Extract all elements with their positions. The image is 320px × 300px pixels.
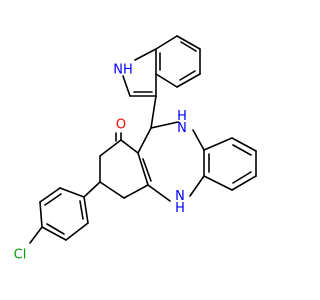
chlorophenyl-group (29, 181, 101, 244)
cyclohexenone-ring (99, 139, 152, 199)
chlorine-label: Cl (14, 248, 27, 263)
carbonyl-bond (115, 132, 122, 142)
oxygen-label: O (116, 118, 126, 133)
indole-pyrrole-ring (122, 48, 157, 97)
indole-nh-label: NH (113, 63, 133, 78)
indole-link-bond (150, 95, 157, 129)
diazepine-ring (137, 121, 205, 202)
benzo-ring (203, 137, 257, 191)
indole-benzene-ring (155, 35, 201, 88)
